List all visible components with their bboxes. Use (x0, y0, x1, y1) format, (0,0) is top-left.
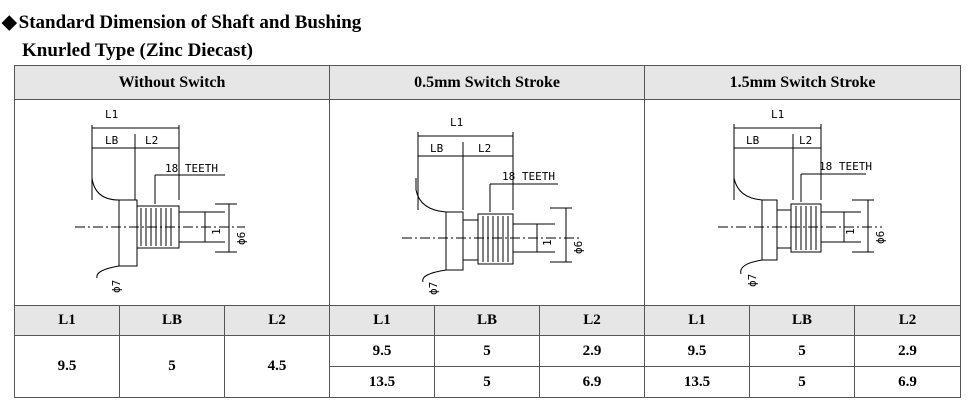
col-header-l2: L2 (223, 305, 331, 336)
dim-label-dia6: ϕ6 (874, 231, 887, 244)
dim-label-l2: L2 (799, 134, 812, 147)
cell-05-row2-lb: 5 (434, 366, 541, 398)
teeth-label: 18 TEETH (819, 160, 872, 173)
col-header-l2: L2 (854, 305, 962, 336)
dim-label-l2: L2 (478, 142, 491, 155)
page-subtitle: Knurled Type (Zinc Diecast) (22, 40, 253, 61)
cell-15-row1-l1: 9.5 (644, 335, 751, 367)
dim-label-dia6: ϕ6 (572, 241, 585, 254)
dim-label-1: 1 (541, 239, 554, 246)
col-header-l2: L2 (539, 305, 646, 336)
section-header-15mm-stroke: 1.5mm Switch Stroke (644, 65, 962, 100)
cell-05-row2-l2: 6.9 (539, 366, 646, 398)
cell-15-row2-l2: 6.9 (854, 366, 962, 398)
diamond-icon: ◆ (2, 12, 17, 33)
col-header-l1: L1 (14, 305, 120, 336)
shaft-drawing-without-switch: L1 LB L2 18 TEETH 1 ϕ6 ϕ7 (75, 108, 248, 293)
cell-05-row1-l1: 9.5 (329, 335, 436, 367)
dim-label-dia7: ϕ7 (427, 282, 440, 295)
cell-15-row2-l1: 13.5 (644, 366, 751, 398)
dim-label-l1: L1 (105, 108, 118, 121)
cell-05-row1-l2: 2.9 (539, 335, 646, 367)
dim-label-dia7: ϕ7 (110, 280, 123, 293)
col-header-lb: LB (749, 305, 856, 336)
dim-label-l1: L1 (450, 116, 463, 129)
col-header-lb: LB (434, 305, 541, 336)
page-title: ◆Standard Dimension of Shaft and Bushing (2, 11, 361, 34)
cell-15-row1-lb: 5 (749, 335, 856, 367)
drawing-cell-15mm-stroke: L1 LB L2 18 TEETH 1 ϕ6 ϕ7 (644, 99, 962, 306)
cell-05-row1-lb: 5 (434, 335, 541, 367)
teeth-label: 18 TEETH (502, 170, 555, 183)
cell-15-row1-l2: 2.9 (854, 335, 962, 367)
dim-label-1: 1 (210, 228, 223, 235)
dim-label-1: 1 (844, 228, 857, 235)
dimension-table: Without Switch 0.5mm Switch Stroke 1.5mm… (13, 65, 962, 398)
dim-label-l2: L2 (145, 134, 158, 147)
dim-label-dia6: ϕ6 (235, 232, 248, 245)
cell-without-switch-l1: 9.5 (14, 335, 120, 398)
dim-label-dia7: ϕ7 (746, 274, 759, 287)
col-header-l1: L1 (644, 305, 751, 336)
col-header-lb: LB (119, 305, 225, 336)
teeth-label: 18 TEETH (165, 162, 218, 175)
section-header-without-switch: Without Switch (13, 65, 331, 100)
dim-label-l1: L1 (771, 108, 784, 121)
title-text: Standard Dimension of Shaft and Bushing (18, 12, 362, 33)
cell-without-switch-l2: 4.5 (223, 335, 331, 398)
cell-without-switch-lb: 5 (119, 335, 225, 398)
cell-15-row2-lb: 5 (749, 366, 856, 398)
drawing-cell-05mm-stroke: L1 LB L2 18 TEETH 1 ϕ6 ϕ7 (329, 99, 646, 306)
drawing-cell-without-switch: L1 LB L2 18 TEETH 1 ϕ6 ϕ7 (13, 99, 331, 306)
shaft-drawing-15mm-stroke: L1 LB L2 18 TEETH 1 ϕ6 ϕ7 (717, 108, 887, 287)
cell-05-row2-l1: 13.5 (329, 366, 436, 398)
dim-label-lb: LB (430, 142, 444, 155)
col-header-l1: L1 (329, 305, 436, 336)
shaft-drawing-05mm-stroke: L1 LB L2 18 TEETH 1 ϕ6 ϕ7 (402, 116, 585, 295)
dim-label-lb: LB (746, 134, 760, 147)
section-header-05mm-stroke: 0.5mm Switch Stroke (329, 65, 646, 100)
dim-label-lb: LB (105, 134, 119, 147)
